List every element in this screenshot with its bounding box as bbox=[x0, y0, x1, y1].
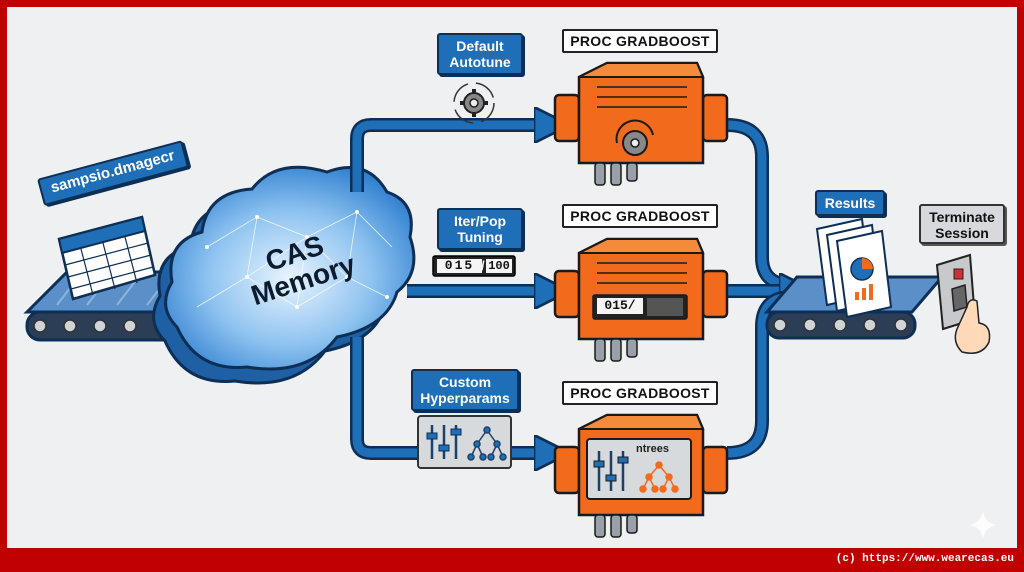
footer-bar: (c) https://www.wearecas.eu bbox=[0, 548, 1024, 572]
cas-cloud bbox=[152, 165, 416, 385]
data-table-icon bbox=[57, 215, 157, 301]
option-label-iter-pop: Iter/Pop Tuning bbox=[437, 208, 523, 250]
option-label-default-autotune: Default Autotune bbox=[437, 33, 523, 75]
diagram-graphics bbox=[23, 61, 997, 539]
gradboost-engine-2 bbox=[553, 237, 729, 362]
results-documents-icon bbox=[815, 217, 893, 319]
branch-pipes bbox=[350, 125, 797, 453]
counter-right-value: 100 bbox=[488, 259, 510, 273]
proc-label-3: PROC GRADBOOST bbox=[562, 381, 718, 405]
sparkle-watermark-icon bbox=[969, 511, 997, 539]
counter-left-value: 015 bbox=[444, 258, 475, 273]
terminate-session-label: Terminate Session bbox=[919, 204, 1005, 244]
counter-slash: / bbox=[481, 258, 485, 273]
gradboost-engine-1 bbox=[553, 61, 729, 186]
footer-copyright: (c) https://www.wearecas.eu bbox=[835, 553, 1014, 565]
diagram-canvas: sampsio.dmagecr CAS Memory Default Autot… bbox=[7, 7, 1017, 548]
proc-label-1: PROC GRADBOOST bbox=[562, 29, 718, 53]
proc-label-2: PROC GRADBOOST bbox=[562, 204, 718, 228]
results-label: Results bbox=[815, 190, 885, 216]
counter-display bbox=[432, 255, 516, 277]
gear-cycle-icon bbox=[453, 82, 495, 124]
gradboost-engine-3 bbox=[553, 413, 729, 538]
engine-3-ntrees-text: ntrees bbox=[636, 443, 670, 455]
sliders-tree-icon bbox=[417, 415, 512, 469]
option-label-custom-hyperparams: Custom Hyperparams bbox=[411, 369, 519, 411]
terminate-switch-icon bbox=[935, 253, 991, 354]
engine-2-counter-text: 015/ bbox=[597, 298, 643, 314]
engines-group bbox=[553, 61, 729, 538]
